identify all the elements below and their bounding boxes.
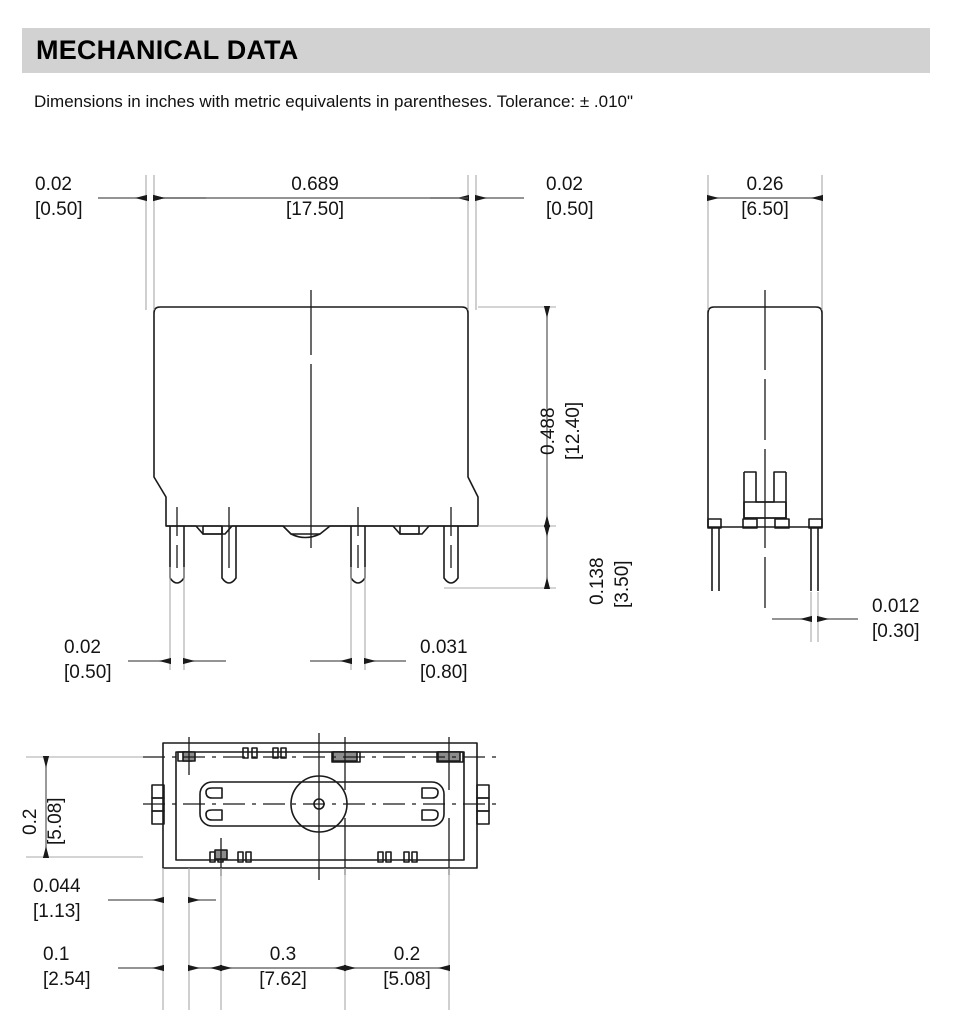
dim-value-inch: 0.2	[20, 808, 41, 835]
mechanical-data-header-bar: MECHANICAL DATA	[22, 28, 930, 73]
page-title: MECHANICAL DATA	[36, 35, 299, 65]
dim-value-metric: [5.08]	[383, 969, 431, 990]
dim-value-inch: 0.1	[43, 944, 70, 965]
dim-bottom-first-pitch: 0.1 [2.54]	[43, 942, 91, 992]
bottom-view-dimension-lines	[42, 756, 450, 972]
dim-value-metric: [12.40]	[563, 401, 584, 460]
dim-value-metric: [0.50]	[546, 199, 594, 220]
dim-front-pin-width: 0.031 [0.80]	[420, 635, 468, 685]
dim-value-metric: [2.54]	[43, 969, 91, 990]
dim-front-body-height: 0.488	[536, 407, 561, 455]
bottom-view	[151, 742, 490, 869]
side-view-pins	[711, 528, 819, 591]
dim-value-inch: 0.012	[872, 596, 920, 617]
dim-value-metric: [0.50]	[35, 199, 83, 220]
dim-bottom-pin-row-pitch: 0.2	[18, 809, 43, 835]
dim-bottom-third-pitch: 0.2 [5.08]	[374, 942, 440, 992]
front-view-centrelines	[176, 290, 452, 568]
dim-front-pin-length: 0.138	[585, 557, 610, 605]
front-view-extension-lines	[145, 175, 556, 670]
dim-value-metric: [6.50]	[741, 199, 789, 220]
dim-value-inch: 0.3	[269, 944, 297, 965]
dim-front-pin-length-metric: [3.50]	[610, 560, 635, 608]
dim-value-inch: 0.488	[538, 407, 559, 455]
dim-value-metric: [17.50]	[285, 199, 345, 220]
dim-front-top-left-gap: 0.02 [0.50]	[35, 172, 83, 222]
tolerance-note: Dimensions in inches with metric equival…	[34, 92, 634, 111]
dim-value-inch: 0.138	[587, 557, 608, 605]
dim-front-top-right-gap: 0.02 [0.50]	[546, 172, 594, 222]
front-view-body	[153, 306, 479, 539]
dim-value-inch: 0.02	[546, 174, 583, 195]
dim-front-pin-thickness: 0.02 [0.50]	[64, 635, 112, 685]
dim-value-metric: [0.80]	[420, 662, 468, 683]
dim-value-inch: 0.26	[746, 174, 784, 195]
dim-bottom-edge-offset: 0.044 [1.13]	[33, 874, 81, 924]
side-view-dimension-lines	[707, 194, 858, 623]
bottom-view-pin-axes	[188, 733, 450, 880]
dim-bottom-second-pitch: 0.3 [7.62]	[250, 942, 316, 992]
dim-value-metric: [1.13]	[33, 901, 81, 922]
dim-value-inch: 0.031	[420, 637, 468, 658]
dim-value-metric: [7.62]	[259, 969, 307, 990]
dim-front-top-width: 0.689 [17.50]	[250, 172, 380, 222]
dim-front-body-height-metric: [12.40]	[561, 402, 586, 460]
dim-value-inch: 0.689	[291, 174, 339, 195]
dim-value-inch: 0.02	[35, 174, 72, 195]
dim-value-inch: 0.044	[33, 876, 81, 897]
dim-bottom-pin-row-pitch-metric: [5.08]	[43, 797, 68, 845]
dim-value-inch: 0.02	[64, 637, 101, 658]
dim-value-metric: [0.50]	[64, 662, 112, 683]
dim-side-pin-thickness: 0.012 [0.30]	[872, 594, 920, 644]
dim-value-inch: 0.2	[393, 944, 421, 965]
dim-value-metric: [5.08]	[45, 797, 66, 845]
dim-side-top-width: 0.26 [6.50]	[710, 172, 820, 222]
bottom-view-centrelines	[143, 756, 497, 805]
dim-value-metric: [3.50]	[612, 560, 633, 608]
dim-value-metric: [0.30]	[872, 621, 920, 642]
